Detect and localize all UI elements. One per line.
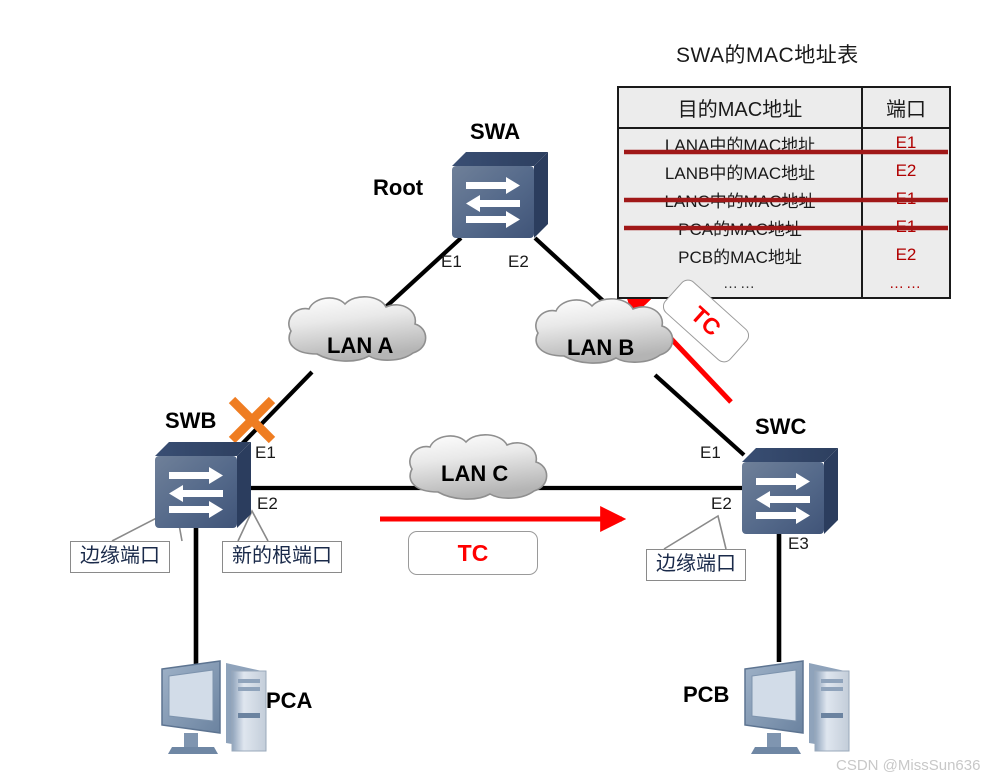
cloud-label-lan-a: LAN A — [327, 333, 394, 358]
link-swa-lana — [374, 236, 463, 318]
callout-edge-port-left[interactable]: 边缘端口 — [70, 541, 170, 573]
pc-label-pcb: PCB — [683, 682, 730, 707]
device-label-swb: SWB — [165, 408, 217, 433]
cell-dest-mac: LANB中的MAC地址 — [664, 163, 816, 183]
cell-port: E2 — [861, 157, 950, 185]
cell-dest-mac: PCB的MAC地址 — [678, 247, 802, 267]
header-dest-mac: 目的MAC地址 — [618, 87, 862, 129]
device-label-swa: SWA — [470, 119, 521, 144]
header-port: 端口 — [861, 87, 950, 129]
table-row: LANB中的MAC地址 E2 — [618, 157, 950, 185]
cloud-lan-a — [288, 296, 427, 362]
cloud-lan-b — [535, 298, 674, 364]
table-row: PCB的MAC地址 E2 — [618, 241, 950, 269]
mac-table-title: SWA的MAC地址表 — [676, 44, 859, 67]
port-label-swc-e3: E3 — [788, 534, 809, 553]
mac-address-table: 目的MAC地址 端口 LANA中的MAC地址E1LANB中的MAC地址E2LAN… — [617, 86, 951, 299]
cell-port: …… — [861, 269, 950, 298]
switch-icon-swa[interactable] — [452, 152, 548, 238]
switch-icon-swb[interactable] — [155, 442, 251, 528]
port-label-swc-e1: E1 — [700, 443, 721, 462]
link-lana-swb — [238, 370, 314, 448]
callout-leader-new-root — [237, 509, 269, 542]
table-header-row: 目的MAC地址 端口 — [618, 87, 950, 129]
table-row: …… …… — [618, 269, 950, 298]
cloud-label-lan-c: LAN C — [441, 461, 509, 486]
pc-icon-pca[interactable] — [161, 660, 267, 754]
device-label-swc: SWC — [755, 414, 807, 439]
cell-port: E2 — [861, 241, 950, 269]
watermark: CSDN @MissSun636 — [836, 757, 981, 774]
cell-dest-mac: LANA中的MAC地址 — [664, 135, 816, 155]
callout-leader-edge-right — [663, 514, 727, 550]
callout-edge-port-right[interactable]: 边缘端口 — [646, 549, 746, 581]
callout-new-root-port[interactable]: 新的根端口 — [222, 541, 342, 573]
port-label-swa-e2: E2 — [508, 252, 529, 271]
pc-icon-pcb[interactable] — [744, 660, 850, 754]
pc-label-pca: PCA — [266, 688, 313, 713]
root-bridge-label: Root — [373, 175, 424, 200]
blocked-port-x-icon — [228, 396, 276, 444]
cell-dest-mac: …… — [723, 274, 757, 292]
link-lanb-swc — [653, 373, 746, 457]
port-label-swa-e1: E1 — [441, 252, 462, 271]
port-label-swc-e2: E2 — [711, 494, 732, 513]
cloud-lan-c — [409, 434, 548, 500]
port-label-swb-e1: E1 — [255, 443, 276, 462]
switch-icon-swc[interactable] — [742, 448, 838, 534]
tc-flag-horizontal[interactable]: TC — [408, 531, 538, 575]
cloud-label-lan-b: LAN B — [567, 335, 635, 360]
port-label-swb-e2: E2 — [257, 494, 278, 513]
